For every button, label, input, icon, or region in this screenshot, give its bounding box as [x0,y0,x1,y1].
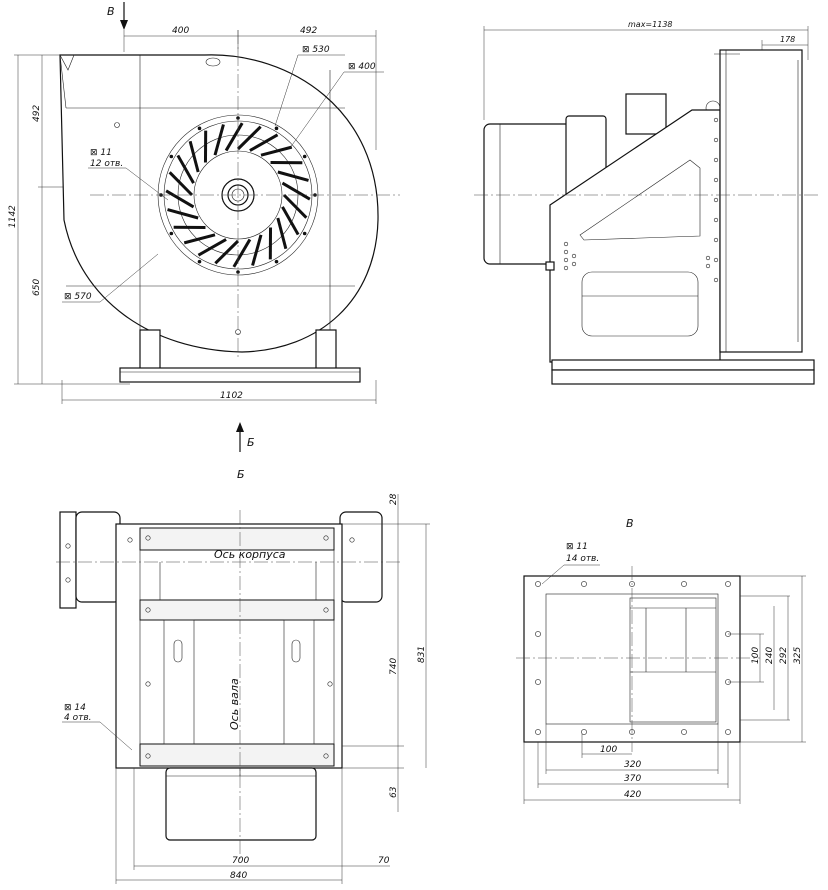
dim-370: 370 [624,774,641,784]
flange-hole [275,260,279,264]
dim-492-vertical: 492 [32,105,42,122]
dim-63: 63 [389,786,399,798]
top-rail [140,528,334,550]
dim-max-length: max=1138 [628,20,673,29]
dim-1102: 1102 [220,391,243,401]
shaft-axis-label: Ось вала [228,678,241,730]
dim-28: 28 [389,493,399,505]
front-base-frame [120,368,360,382]
callout-570: ⊠ 570 [64,292,92,302]
callout-530: ⊠ 530 [302,45,330,55]
flange-callout-11-count: 14 отв. [566,554,599,564]
dim-831: 831 [417,646,427,663]
flange-hole [303,232,307,236]
dim-70: 70 [378,856,390,866]
dim-178: 178 [780,35,795,44]
dim-740: 740 [389,658,399,675]
callout-400: ⊠ 400 [348,62,376,72]
dim-240: 240 [765,647,775,664]
flange-callout-11: ⊠ 11 [566,542,588,552]
volute-housing [60,55,378,352]
bottom-view: Б Б Ось корпуса Ось вала [56,422,430,884]
callout-14-count: 4 отв. [64,713,92,723]
callout-11: ⊠ 11 [90,148,112,158]
flange-hole [170,232,174,236]
dim-650: 650 [32,279,42,296]
side-housing [720,50,802,352]
housing-axis-label: Ось корпуса [214,548,286,561]
dim-325: 325 [793,647,803,664]
callout-11-count: 12 отв. [90,159,123,169]
bottom-rail [140,744,334,766]
dim-840: 840 [230,871,247,881]
callout-14: ⊠ 14 [64,703,86,713]
dim-400: 400 [172,26,189,36]
view-b-title: Б [237,468,245,481]
flange-hole [198,127,202,131]
view-v-title: В [626,517,634,530]
flange-view: В 100 240 292 325 100 [516,517,806,804]
dim-700: 700 [232,856,249,866]
view-b-arrow-label: Б [247,436,255,449]
flange-hole [198,260,202,264]
front-view: В 400 492 1142 492 650 [8,2,400,404]
bottom-motor [166,768,316,840]
dim-320: 320 [624,760,641,770]
dim-100-horizontal: 100 [600,745,617,755]
front-view-arrow-label: В [107,5,115,18]
flange-hole [303,155,307,159]
dim-492: 492 [300,26,317,36]
flange-hole [275,127,279,131]
side-view: max=1138 178 [474,20,820,384]
flange-hole [170,155,174,159]
dim-100-vertical: 100 [751,647,761,664]
dim-420: 420 [624,790,641,800]
dim-1142: 1142 [8,205,18,228]
dim-292: 292 [779,647,789,664]
side-base-rail [552,370,814,384]
